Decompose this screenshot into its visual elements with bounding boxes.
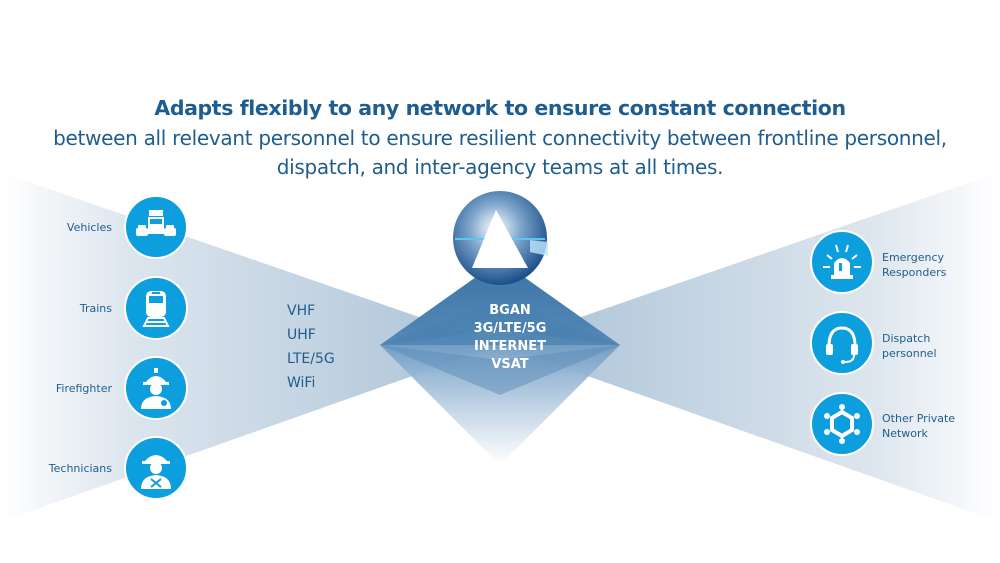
- left-node-label-vehicles: Vehicles: [66, 221, 112, 234]
- radio-bands-list: VHF UHF LTE/5G WiFi: [287, 299, 335, 395]
- band-vhf: VHF: [287, 303, 316, 319]
- band-wifi: WiFi: [287, 375, 316, 391]
- band-uhf: UHF: [287, 327, 316, 343]
- right-node-label-emergency-responders: Emergency Responders: [882, 251, 947, 279]
- right-node-emergency-responders: [810, 230, 874, 294]
- siren-icon: [823, 244, 861, 279]
- hub-diamond-lower-band: [380, 345, 620, 395]
- headline: Adapts flexibly to any network to ensure…: [154, 96, 846, 120]
- right-beam: [500, 172, 1000, 522]
- left-node-label-firefighter: Firefighter: [55, 382, 112, 395]
- triangle-logo-icon: [453, 191, 548, 285]
- left-node-vehicles: [124, 195, 188, 259]
- right-node-label-other-private-network: Other Private Network: [882, 412, 956, 440]
- network-bgan: BGAN: [489, 303, 531, 318]
- technician-icon: [141, 455, 171, 489]
- network-internet: INTERNET: [473, 339, 547, 354]
- vehicles-icon: [136, 210, 176, 236]
- left-node-trains: [124, 276, 188, 340]
- network-vsat: VSAT: [491, 357, 529, 372]
- left-node-technicians: [124, 436, 188, 500]
- left-beam: [0, 172, 500, 522]
- right-node-dispatch-personnel: [810, 311, 874, 375]
- right-node-other-private-network: [810, 392, 874, 456]
- left-node-firefighter: [124, 356, 188, 420]
- left-node-label-trains: Trains: [79, 302, 112, 315]
- subtitle-line-2: dispatch, and inter-agency teams at all …: [276, 155, 724, 179]
- hub-diamond-bottom: [380, 345, 620, 465]
- network-cellular: 3G/LTE/5G: [473, 321, 547, 336]
- subtitle-line-1: between all relevant personnel to ensure…: [53, 126, 947, 150]
- band-lte5g: LTE/5G: [287, 351, 335, 367]
- hub-diamond-upper-band: [380, 300, 620, 345]
- network-group-icon: [824, 404, 860, 444]
- hub-network-list: BGAN 3G/LTE/5G INTERNET VSAT: [420, 302, 600, 374]
- firefighter-icon: [141, 368, 171, 409]
- headset-icon: [826, 326, 858, 364]
- left-node-label-technicians: Technicians: [48, 462, 112, 475]
- right-node-label-dispatch-personnel: Dispatch personnel: [882, 332, 937, 360]
- train-icon: [142, 291, 170, 327]
- subtitle: between all relevant personnel to ensure…: [0, 124, 1000, 182]
